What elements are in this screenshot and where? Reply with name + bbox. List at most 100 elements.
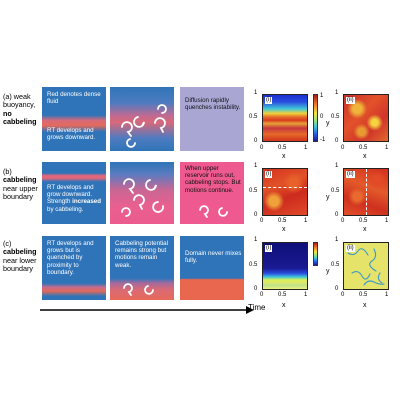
row-a-colorbar xyxy=(313,94,318,142)
swirl-icon xyxy=(123,283,133,296)
row-a-plot-ii: (ii) xyxy=(343,94,389,142)
ytick: 0.5 xyxy=(331,262,340,268)
xtick: 0.5 xyxy=(278,145,287,151)
time-arrow xyxy=(40,306,254,314)
ytick: 0 xyxy=(335,138,339,144)
swirl-icon xyxy=(126,138,136,148)
row-a-plot-i: (i) xyxy=(262,94,308,142)
row-a-panel-1-top-text: Red denotes dense fluid xyxy=(47,91,101,106)
xtick: 1 xyxy=(304,145,308,151)
ytick: 0.5 xyxy=(331,114,340,120)
swirl-icon xyxy=(152,201,164,213)
ytick: 0.5 xyxy=(331,188,340,194)
swirl-icon xyxy=(145,179,157,191)
row-b-panel-2 xyxy=(110,162,174,224)
xtick: 0.5 xyxy=(359,292,368,298)
xtick: 1 xyxy=(385,218,389,224)
row-b-label: (b) cabbeling near upper boundary xyxy=(3,167,38,202)
swirl-icon xyxy=(154,117,166,133)
ytick: 1 xyxy=(254,237,258,243)
xtick: 0 xyxy=(260,218,264,224)
row-c-panel-3-text: Domain never mixes fully. xyxy=(185,250,242,265)
row-a-swirls xyxy=(121,104,167,148)
xtick: 1 xyxy=(304,292,308,298)
xtick: 0.5 xyxy=(359,218,368,224)
x-axis-label: x xyxy=(282,226,286,233)
row-a-panel-1: Red denotes dense fluid RT develops and … xyxy=(42,87,106,151)
xtick: 0 xyxy=(341,145,345,151)
swirl-icon xyxy=(121,207,131,217)
swirl-icon xyxy=(123,178,135,194)
x-axis-label: x xyxy=(282,153,286,160)
ytick: 0.5 xyxy=(249,114,258,120)
row-c-label: (c) cabbeling near lower boundary xyxy=(3,239,37,274)
ytick: 0 xyxy=(335,212,339,218)
ytick: 0.5 xyxy=(249,188,258,194)
y-axis-label: y xyxy=(326,194,330,201)
ytick: 0 xyxy=(254,286,258,292)
colorbar-tick: 1 xyxy=(320,93,324,99)
row-c-plot-ii: (ii) xyxy=(343,242,389,290)
row-c-colorbar xyxy=(313,242,318,266)
swirl-icon xyxy=(157,104,167,114)
x-axis-label: x xyxy=(363,153,367,160)
swirl-icon xyxy=(133,194,145,210)
colorbar-tick: 0 xyxy=(320,114,324,120)
swirl-icon xyxy=(133,116,145,128)
xtick: 0.5 xyxy=(278,292,287,298)
row-a-plot-i-label: (i) xyxy=(265,97,273,104)
x-axis-label: x xyxy=(282,302,286,309)
ytick: 0 xyxy=(254,138,258,144)
xtick: 0.5 xyxy=(278,218,287,224)
y-axis-label: y xyxy=(326,268,330,275)
xtick: 0 xyxy=(260,292,264,298)
time-label: Time xyxy=(248,303,266,312)
x-axis-label: x xyxy=(363,302,367,309)
row-c-swirls xyxy=(123,283,154,296)
row-b-panel-3: When upper reservoir runs out, cabbeling… xyxy=(180,162,244,224)
row-a-label: (a) weak buoyancy, no cabbeling xyxy=(3,92,37,127)
row-c-panel-1: RT develops and grows but is quenched by… xyxy=(42,236,106,300)
row-c-panel-3: Domain never mixes fully. xyxy=(180,236,244,300)
row-b-panel-3-swirls xyxy=(199,205,228,218)
row-a-plot-ii-label: (ii) xyxy=(346,97,355,104)
row-b-plot-i-label: (i) xyxy=(265,171,273,178)
xtick: 1 xyxy=(304,218,308,224)
xtick: 0.5 xyxy=(359,145,368,151)
dashed-line xyxy=(263,187,307,188)
xtick: 1 xyxy=(385,145,389,151)
swirl-icon xyxy=(199,205,209,218)
colorbar-tick: -1 xyxy=(320,137,326,143)
xtick: 0 xyxy=(260,145,264,151)
swirl-icon xyxy=(121,121,133,137)
row-c-panel-1-text: RT develops and grows but is quenched by… xyxy=(47,240,94,276)
row-b-panel-1: RT develops and grow downward. Strength … xyxy=(42,162,106,224)
swirl-icon xyxy=(144,285,154,295)
ytick: 0.5 xyxy=(249,262,258,268)
x-axis-label: x xyxy=(363,226,367,233)
row-c-plot-ii-label: (ii) xyxy=(346,245,355,252)
row-c-panel-2: Cabbeling potential remains strong but m… xyxy=(110,236,174,300)
xtick: 0 xyxy=(341,218,345,224)
dashed-line xyxy=(366,169,367,215)
swirl-icon xyxy=(218,207,228,217)
row-b-plot-ii-label: (ii) xyxy=(346,171,355,178)
row-c-panel-2-text: Cabbeling potential remains strong but m… xyxy=(115,240,168,269)
ytick: 1 xyxy=(335,163,339,169)
row-c-plot-ii-filaments xyxy=(347,248,385,286)
row-b-plot-i: (i) xyxy=(262,168,308,216)
ytick: 0 xyxy=(254,212,258,218)
ytick: 1 xyxy=(254,90,258,96)
row-b-plot-ii: (ii) xyxy=(343,168,389,216)
row-a-panel-1-bottom-text: RT develops and grows downward. xyxy=(47,127,96,142)
row-a-panel-3-text: Diffusion rapidly quenches instability. xyxy=(185,97,241,112)
ytick: 1 xyxy=(335,90,339,96)
xtick: 1 xyxy=(385,292,389,298)
xtick: 0 xyxy=(341,292,345,298)
ytick: 1 xyxy=(335,237,339,243)
row-b-panel-1-text: RT develops and grow downward. Strength … xyxy=(47,184,102,213)
row-a-panel-3: Diffusion rapidly quenches instability. xyxy=(180,87,244,151)
ytick: 0 xyxy=(335,286,339,292)
row-c-plot-i: (i) xyxy=(262,242,308,290)
y-axis-label: y xyxy=(326,120,330,127)
